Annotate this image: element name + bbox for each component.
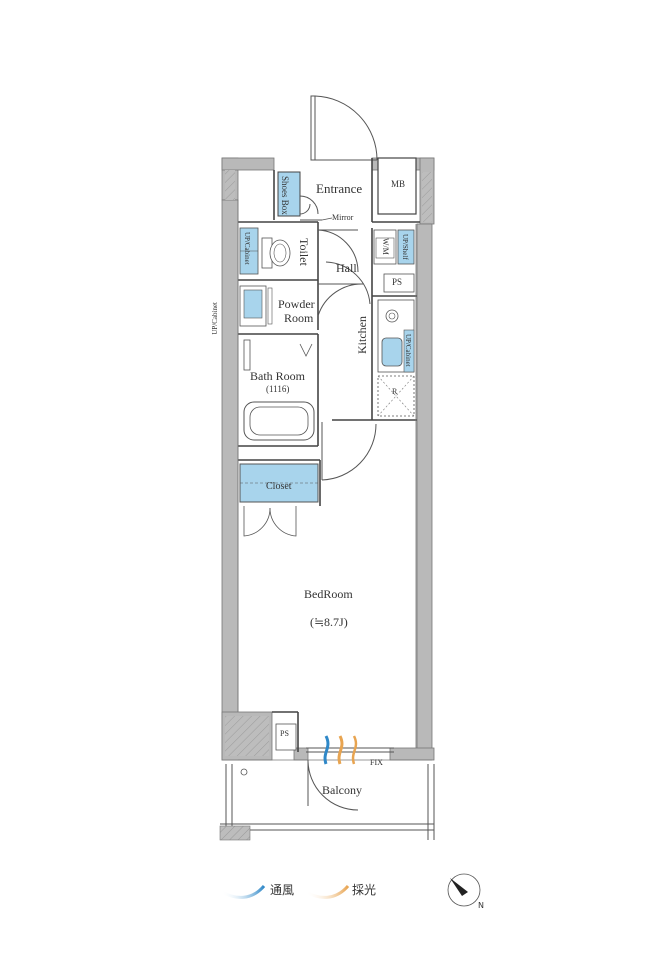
powder-room-label-1: Powder <box>278 297 315 311</box>
wall-hatch <box>422 172 432 222</box>
bedroom-door <box>321 422 377 481</box>
svg-text:N: N <box>478 901 484 910</box>
ps-top-label: PS <box>392 277 403 287</box>
up-cabinet-kitchen-label: UP/Cabinet <box>404 334 412 367</box>
up-cabinet-toilet-label: UP/Cabinet <box>243 232 251 265</box>
bedroom-label: BedRoom <box>304 587 353 601</box>
entrance-label: Entrance <box>316 181 363 196</box>
ps-bottom-label: PS <box>280 729 289 738</box>
kitchen-fixtures <box>373 229 415 417</box>
bedroom-size-label: (≒8.7J) <box>310 615 348 629</box>
daylight-legend-label: 採光 <box>352 883 377 897</box>
daylight-legend-swatch <box>305 884 350 899</box>
bath-size-label: (1116) <box>266 384 290 394</box>
up-cabinet-left-label: UP/Cabinet <box>211 302 219 335</box>
wall-hatch <box>225 170 235 200</box>
powder-room-label-2: Room <box>284 311 314 325</box>
fix-label: FIX <box>370 758 383 767</box>
toilet-door <box>317 229 359 273</box>
balcony-rail <box>219 764 435 841</box>
mirror-label: Mirror <box>332 213 354 222</box>
hall-door <box>325 261 371 305</box>
mb-box <box>377 157 417 215</box>
ps-bottom-box <box>275 723 297 751</box>
powder-door <box>317 283 365 317</box>
up-shelf-label: UP/Shelf <box>401 234 409 260</box>
shoes-box <box>277 171 301 217</box>
balcony-label: Balcony <box>322 783 362 797</box>
refrigerator-label: R <box>392 387 398 396</box>
balcony-window <box>306 747 394 811</box>
toilet-fixture <box>239 227 291 275</box>
powder-sink <box>239 285 273 327</box>
wm-label: W/M <box>381 238 390 255</box>
vent-light-arrows <box>323 735 358 765</box>
closet-label: Closet <box>266 481 292 492</box>
ventilation-legend-label: 通風 <box>270 883 295 897</box>
interior-walls <box>238 158 420 752</box>
wall-hatch <box>225 716 269 756</box>
ventilation-legend-swatch <box>221 884 266 899</box>
entrance-door <box>310 95 378 161</box>
toilet-label: Toilet <box>297 238 311 266</box>
compass-icon: N <box>447 873 484 910</box>
bathtub <box>243 339 315 441</box>
shoes-box-label: Shoes Box <box>280 176 290 215</box>
mb-label: MB <box>391 179 406 189</box>
closet <box>239 463 319 537</box>
hall-label: Hall <box>336 261 357 275</box>
kitchen-label: Kitchen <box>355 316 369 354</box>
bath-room-label: Bath Room <box>250 369 306 383</box>
